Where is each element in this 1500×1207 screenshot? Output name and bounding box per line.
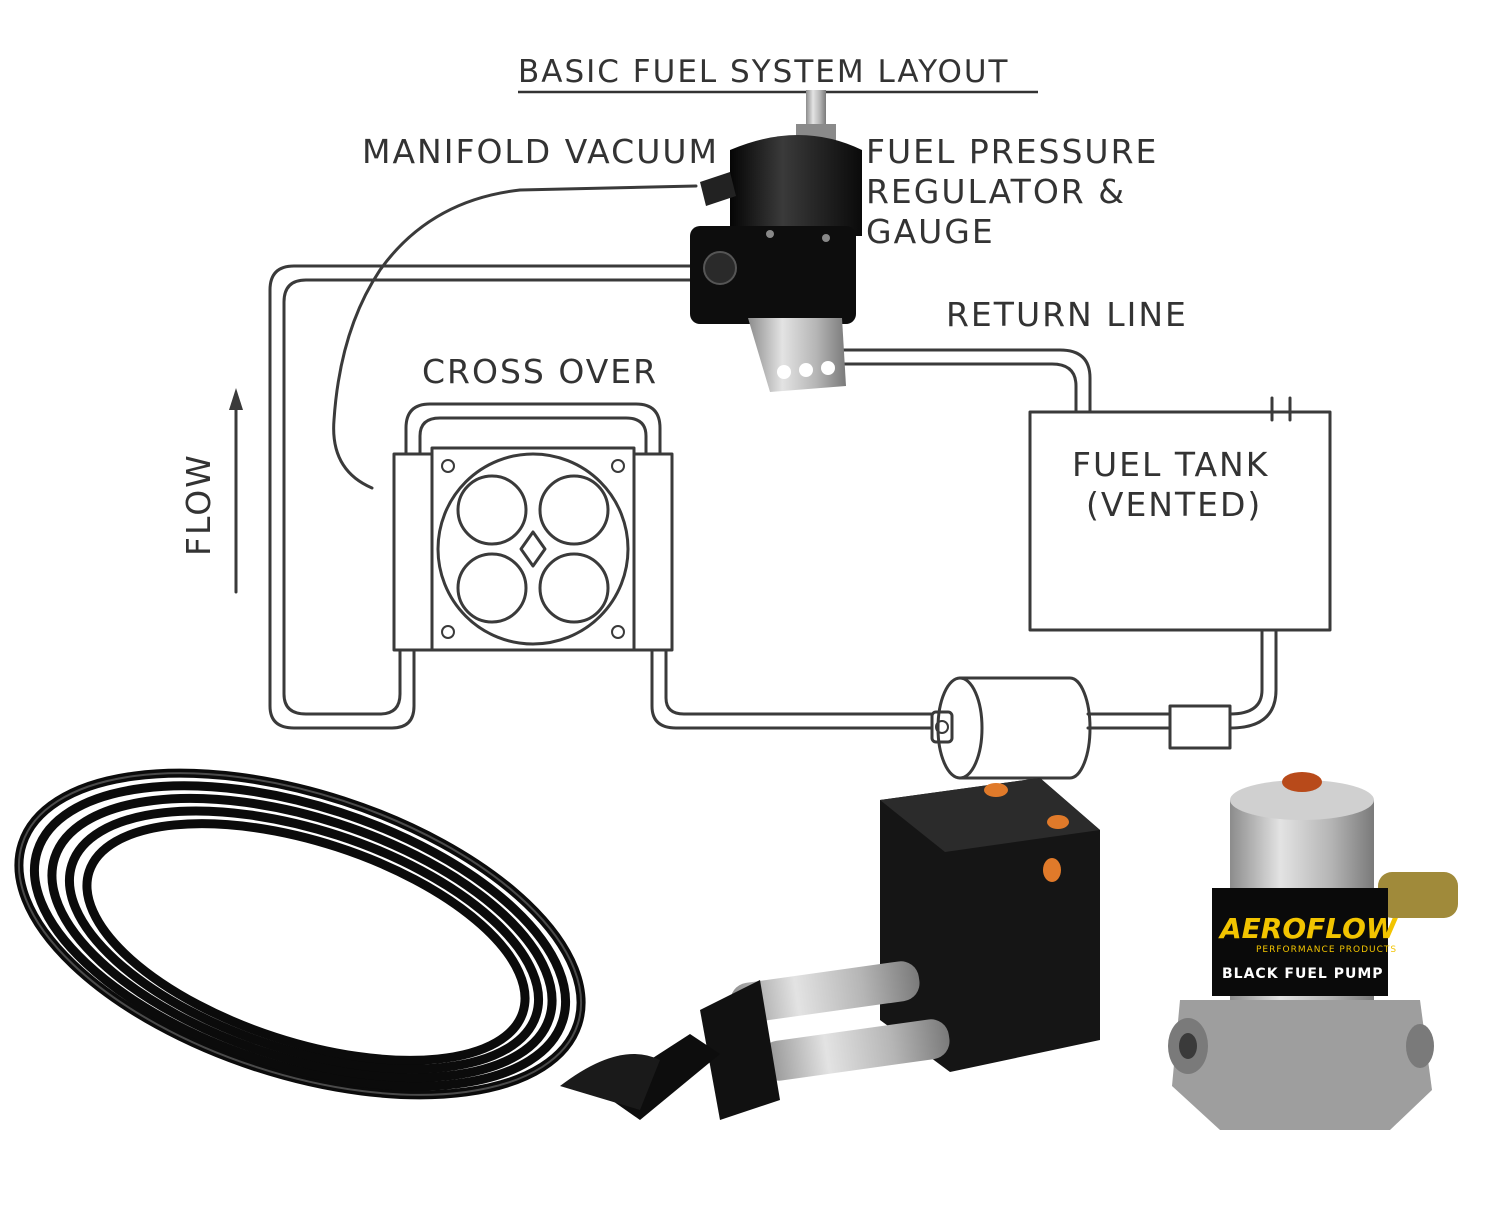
supply-line-inner bbox=[282, 278, 692, 716]
pump-2 bbox=[760, 1019, 950, 1081]
bore-2 bbox=[538, 474, 610, 546]
left-fuel-rail bbox=[392, 452, 434, 652]
fuel-tank-outline bbox=[1028, 410, 1332, 632]
bolt-hole bbox=[611, 625, 625, 639]
cross-over-label: CROSS OVER bbox=[422, 352, 658, 391]
pump-1 bbox=[730, 961, 920, 1023]
return-line-inner bbox=[828, 362, 1078, 414]
throttle-body-flange bbox=[430, 446, 636, 652]
orange-plug bbox=[984, 783, 1008, 797]
bore-3 bbox=[456, 552, 528, 624]
pump-base bbox=[1172, 1000, 1432, 1130]
regulator-label-line2: REGULATOR & bbox=[866, 172, 1126, 211]
lower-line-outer bbox=[650, 648, 934, 730]
regulator-label-line3: GAUGE bbox=[866, 212, 995, 251]
diagram-title: BASIC FUEL SYSTEM LAYOUT bbox=[518, 54, 1010, 90]
tank-feed-inner bbox=[1086, 628, 1264, 716]
right-fuel-rail bbox=[632, 452, 674, 652]
throttle-body bbox=[392, 446, 674, 652]
pump-brand-logo: AEROFLOW bbox=[1218, 912, 1398, 945]
orange-plug bbox=[1047, 815, 1069, 829]
bolt-hole bbox=[611, 459, 625, 473]
manifold-vacuum-label: MANIFOLD VACUUM bbox=[362, 132, 719, 171]
regulator-cap bbox=[730, 135, 862, 236]
return-line-outer bbox=[828, 348, 1092, 414]
coiled-fuel-hose-photo bbox=[14, 768, 586, 1100]
bolt-hole bbox=[441, 459, 455, 473]
surge-tank-body bbox=[880, 778, 1100, 1072]
fuel-tank-label-line1: FUEL TANK bbox=[1072, 445, 1269, 484]
regulator-bracket bbox=[748, 318, 846, 392]
bore-4 bbox=[538, 552, 610, 624]
return-line-label: RETURN LINE bbox=[946, 295, 1188, 334]
pump-label-band bbox=[1212, 888, 1388, 996]
regulator-body bbox=[690, 226, 856, 324]
surge-tank-twin-pump-photo bbox=[560, 778, 1100, 1120]
orange-plug bbox=[1043, 858, 1061, 882]
pump-bracket bbox=[1378, 872, 1458, 918]
center-diamond bbox=[519, 530, 547, 568]
pump-name: BLACK FUEL PUMP bbox=[1222, 966, 1384, 982]
regulator-label-line1: FUEL PRESSURE bbox=[866, 132, 1158, 171]
diagram-title-group: BASIC FUEL SYSTEM LAYOUT bbox=[518, 54, 1038, 94]
supply-line-outer bbox=[268, 264, 692, 730]
crossover-inner bbox=[418, 416, 648, 456]
fuel-pressure-regulator-photo bbox=[690, 90, 862, 392]
flow-label: FLOW bbox=[179, 453, 218, 556]
inline-filter-drawing bbox=[1168, 704, 1232, 750]
lower-line-inner bbox=[664, 648, 934, 716]
crossover-outer bbox=[404, 402, 662, 456]
inline-pump-drawing bbox=[930, 676, 1092, 780]
bore-1 bbox=[456, 474, 528, 546]
aeroflow-pump-photo: AEROFLOW PERFORMANCE PRODUCTS BLACK FUEL… bbox=[1168, 772, 1458, 1130]
pump-brand-sub: PERFORMANCE PRODUCTS bbox=[1256, 945, 1397, 955]
throttle-bore-ring bbox=[436, 452, 630, 646]
fuel-tank bbox=[1028, 396, 1332, 632]
bolt-hole bbox=[441, 625, 455, 639]
vacuum-hose bbox=[332, 184, 698, 490]
tank-feed-outer bbox=[1086, 628, 1278, 730]
flow-arrow bbox=[229, 388, 243, 594]
fuel-tank-label-line2: (VENTED) bbox=[1086, 485, 1262, 524]
